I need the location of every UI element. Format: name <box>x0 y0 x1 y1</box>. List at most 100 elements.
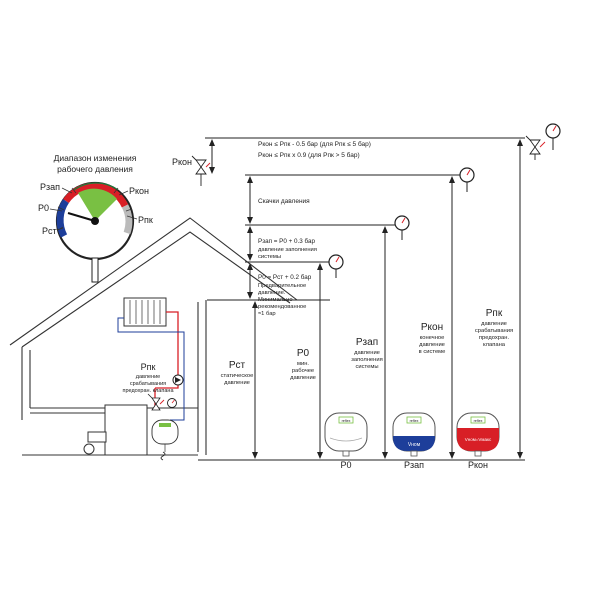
top-formula-line2: Pкон ≤ Pпк x 0.9 (для Pпк > 5 бар) <box>258 151 360 159</box>
dim-jumps-arrowhead-up <box>247 176 253 183</box>
gauge-label-pkon: Pкон <box>129 186 149 196</box>
gauge-stem <box>91 257 99 283</box>
dim-pkon-arrowhead-top <box>449 176 455 183</box>
gauge-title-line1: Диапазон изменения <box>54 153 137 163</box>
gauge-gray-band <box>121 204 133 235</box>
tank-p0-label: P0 <box>340 460 351 470</box>
pst-symbol: Pст <box>229 360 246 371</box>
gauge-needle <box>67 212 96 222</box>
p0-formula: P0 = Pст + 0.2 бар <box>258 273 312 281</box>
dim-pst-arrowhead-top <box>252 301 258 308</box>
small-gauge-needle <box>171 399 175 404</box>
pzap-desc2: системы <box>258 254 281 260</box>
house-roof-outer <box>9 217 298 346</box>
ppk-symbol: Pпк <box>486 308 503 319</box>
p0-desc2: давление. <box>258 290 286 296</box>
gauge-label-ppk: Pпк <box>138 215 153 225</box>
house: Pпк давление срабатывания предохран. кла… <box>9 217 298 461</box>
tank-pkon-brand: reflex <box>474 419 483 423</box>
pzap-formula: Pзап = P0 + 0.3 бар <box>258 237 316 245</box>
ppk-level-desc3: предохран. <box>479 335 510 341</box>
tank-p0-brand: reflex <box>342 419 351 423</box>
gauge-icon-p0 <box>328 254 344 278</box>
p0-desc1: Предварительное <box>258 283 306 289</box>
house-roof-inner <box>21 231 291 348</box>
gauge-needle-hub <box>91 217 99 225</box>
p0-desc4: рекомендованное <box>258 304 306 310</box>
top-formula-left-label: Pкон <box>172 157 192 167</box>
return-pipe-blue <box>117 317 185 421</box>
pst-desc2: давление <box>224 380 250 386</box>
ppk-level-desc1: давление <box>481 321 507 327</box>
pressure-level-lines <box>205 137 525 459</box>
pump-arrow-icon <box>175 377 181 383</box>
dim-pzap-p0-arrowhead-up <box>247 226 253 233</box>
dim-p0-arrowhead-bottom <box>317 452 323 459</box>
dim-ppk-arrowhead-top <box>517 139 523 146</box>
gauge-tick <box>57 206 65 211</box>
gauge-working-sector <box>78 188 117 221</box>
tank-p0: reflex <box>324 412 368 457</box>
dim-pst-arrowhead-bottom <box>252 452 258 459</box>
pzap-level-desc3: системы <box>355 364 378 370</box>
ppk-level-desc4: клапана <box>483 342 506 348</box>
p0-level-desc1: мин. <box>297 361 309 367</box>
tank-pkon-inner-label: Vном=Vмакс <box>465 437 492 442</box>
tank-pzap: reflex Vном <box>392 412 436 457</box>
gauge-pointer-pst <box>57 226 64 231</box>
dim-pkon-arrowhead-bottom <box>449 452 455 459</box>
gauge-tick <box>125 208 133 212</box>
pkon-level-desc2: давление <box>419 342 445 348</box>
safety-valve-icon-ppk <box>525 135 546 160</box>
p0-desc5: ≈1 бар <box>258 311 276 317</box>
house-tank-label <box>159 423 171 427</box>
pzap-level-desc2: заполнения <box>351 357 383 363</box>
pkon-level-desc3: в системе <box>419 349 446 355</box>
level-labels: Pст статическое давление P0 мин. рабочее… <box>221 308 513 386</box>
gauge-label-p0: P0 <box>38 203 49 213</box>
dim-p0-pst-arrowhead-up <box>247 263 253 270</box>
top-formula-line1: Pкон ≤ Pпк - 0.5 бар (для Pпк ≤ 5 бар) <box>258 140 371 148</box>
annotations: Скачки давления Pзап = P0 + 0.3 бар давл… <box>258 198 317 317</box>
boiler-ppk-symbol: Pпк <box>141 362 156 372</box>
tank-pkon-label: Pкон <box>468 460 488 470</box>
tank-pkon: reflex Vном=Vмакс <box>456 412 500 457</box>
pzap-desc1: давление заполнения <box>258 247 317 253</box>
gauge-blue-band <box>56 199 69 238</box>
p0-desc3: Минимально <box>258 297 293 303</box>
dim-top-gap-arrowhead-up <box>209 139 215 146</box>
top-formula: Pкон ≤ Pпк - 0.5 бар (для Pпк ≤ 5 бар) P… <box>172 140 371 167</box>
gauge-title-line2: рабочего давления <box>57 164 133 174</box>
gauge-label-pst: Pст <box>42 226 57 236</box>
boiler-ppk-desc2: срабатывания <box>130 381 166 387</box>
pzap-symbol: Pзап <box>356 337 378 348</box>
pressure-range-gauge: Диапазон изменения рабочего давления Pза… <box>38 153 153 283</box>
dim-p0-arrowhead-top <box>317 263 323 270</box>
boiler-flue-cap <box>83 443 95 455</box>
tank-pzap-inner-label: Vном <box>408 442 421 448</box>
pkon-level-desc1: конечное <box>420 335 445 341</box>
p0-symbol: P0 <box>297 348 310 359</box>
safety-valve-icon-pkon <box>191 155 211 186</box>
gauge-tick <box>113 187 119 194</box>
tank-pzap-label: Pзап <box>404 460 424 470</box>
boiler-ppk-desc1: давление <box>136 374 161 380</box>
p0-level-desc3: давление <box>290 375 316 381</box>
pzap-level-desc1: давление <box>354 350 380 356</box>
dim-ppk-arrowhead-bottom <box>517 452 523 459</box>
gauge-pointer-p0 <box>49 208 63 212</box>
pressure-jumps-label: Скачки давления <box>258 198 310 205</box>
gauge-icon-ppk <box>545 123 561 150</box>
p0-level-desc2: рабочее <box>292 368 314 374</box>
boiler-flue <box>87 431 107 443</box>
dim-jumps-arrowhead-down <box>247 217 253 224</box>
safety-valve-icon <box>147 393 165 411</box>
dim-top-gap-arrowhead-down <box>209 167 215 174</box>
gauge-pointer-pkon <box>118 190 129 196</box>
gauge-icon-pzap <box>394 215 410 240</box>
gauge-tick <box>71 187 77 194</box>
house-tank-spiral-icon <box>160 451 166 461</box>
supply-pipe-red <box>155 311 179 389</box>
gauge-label-pzap: Pзап <box>40 182 60 192</box>
